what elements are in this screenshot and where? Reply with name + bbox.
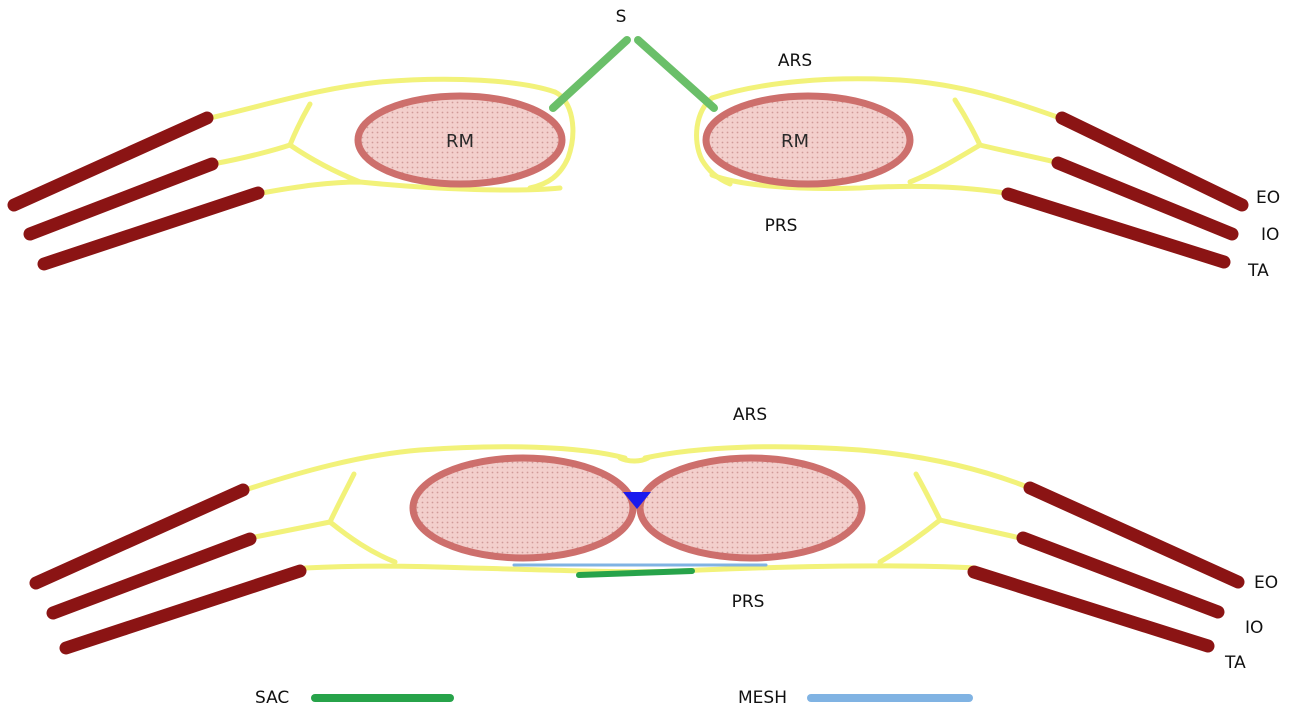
top-left-anterior-sheath-line bbox=[207, 76, 558, 121]
bottom-right-sheath-fork-lower bbox=[877, 517, 943, 565]
top-rectus-right-ellipse bbox=[702, 92, 914, 188]
bottom-prs-label: PRS bbox=[732, 592, 765, 612]
top-rectus-left-ellipse bbox=[354, 92, 566, 188]
top-left-posterior-sheath-line bbox=[259, 179, 563, 196]
top-left-sheath-fork-lower bbox=[287, 142, 363, 185]
legend-mesh: MESH bbox=[738, 688, 973, 708]
top-right-sheath-fork-lower bbox=[907, 142, 983, 185]
top-ta-label: TA bbox=[1247, 261, 1269, 281]
top-rectus-right-label: RM bbox=[781, 131, 809, 152]
top-suture bbox=[549, 36, 718, 112]
top-right-external-oblique bbox=[1055, 111, 1249, 212]
bottom-ta-label: TA bbox=[1224, 653, 1246, 673]
bottom-sac-line bbox=[576, 568, 695, 578]
top-rectus-left-label: RM bbox=[446, 131, 474, 152]
top-left-sheath-fork-upper bbox=[287, 101, 313, 148]
top-rectus-left: RM bbox=[354, 92, 566, 188]
bottom-eo-label: EO bbox=[1254, 573, 1278, 593]
top-prs-label: PRS bbox=[765, 216, 798, 236]
top-left-transversus bbox=[37, 186, 265, 271]
bottom-left-anterior-sheath-line bbox=[242, 444, 628, 493]
bottom-right-external-oblique bbox=[1023, 481, 1245, 589]
bottom-right-middle-sheath-line bbox=[937, 517, 1023, 541]
bottom-right-internal-oblique bbox=[1016, 531, 1225, 619]
bottom-io-label: IO bbox=[1245, 618, 1263, 638]
bottom-left-sheath-fork-lower bbox=[327, 519, 398, 565]
top-suture-label: S bbox=[616, 7, 627, 27]
top-io-label: IO bbox=[1261, 225, 1279, 245]
top-left-sheath bbox=[207, 76, 576, 196]
bottom-left-internal-oblique bbox=[46, 532, 257, 620]
bottom-ars-label: ARS bbox=[733, 405, 767, 425]
top-left-middle-sheath-line bbox=[215, 142, 293, 166]
legend-sac-label: SAC bbox=[255, 688, 289, 708]
bottom-panel: ARS PRS EO IO TA bbox=[29, 405, 1278, 673]
bottom-rectus-right-ellipse bbox=[636, 454, 866, 562]
bottom-right-transversus bbox=[967, 565, 1215, 653]
top-right-anterior-sheath-line bbox=[709, 76, 1063, 121]
bottom-rectus-left bbox=[409, 454, 637, 562]
legend-mesh-label: MESH bbox=[738, 688, 787, 708]
legend-sac: SAC bbox=[255, 688, 454, 708]
top-right-lateral-muscles bbox=[1001, 111, 1249, 269]
bottom-right-anterior-sheath-line bbox=[642, 444, 1033, 491]
top-right-posterior-sheath-line bbox=[709, 172, 1008, 196]
bottom-rectus-right bbox=[636, 454, 866, 562]
top-eo-label: EO bbox=[1256, 188, 1280, 208]
bottom-left-middle-sheath-line bbox=[247, 519, 333, 541]
bottom-right-sheath-fork-upper bbox=[913, 471, 943, 523]
top-ars-label: ARS bbox=[778, 51, 812, 71]
top-right-sheath-fork-upper bbox=[952, 97, 983, 148]
bottom-left-lateral-muscles bbox=[29, 483, 307, 655]
bottom-rectus-left-ellipse bbox=[409, 454, 637, 562]
top-left-external-oblique bbox=[7, 111, 214, 212]
top-panel: RM RM S ARS PRS EO IO TA bbox=[7, 7, 1280, 281]
top-left-internal-oblique bbox=[23, 157, 219, 241]
top-right-sheath bbox=[694, 76, 1063, 196]
top-right-middle-sheath-line bbox=[977, 142, 1058, 165]
top-left-lateral-muscles bbox=[7, 111, 265, 271]
bottom-midline-knot bbox=[623, 492, 651, 509]
top-suture-right-arm bbox=[634, 36, 718, 112]
top-suture-left-arm bbox=[549, 36, 631, 112]
top-right-internal-oblique bbox=[1051, 156, 1239, 241]
top-rectus-right: RM bbox=[702, 92, 914, 188]
top-left-sheath-wrap bbox=[527, 89, 576, 191]
top-right-transversus bbox=[1001, 187, 1231, 269]
top-right-sheath-wrap bbox=[694, 95, 733, 187]
bottom-left-transversus bbox=[59, 564, 307, 655]
legend: SAC MESH bbox=[255, 688, 973, 708]
bottom-right-lateral-muscles bbox=[967, 481, 1245, 653]
bottom-left-sheath-fork-upper bbox=[327, 471, 357, 525]
bottom-left-external-oblique bbox=[29, 483, 250, 590]
